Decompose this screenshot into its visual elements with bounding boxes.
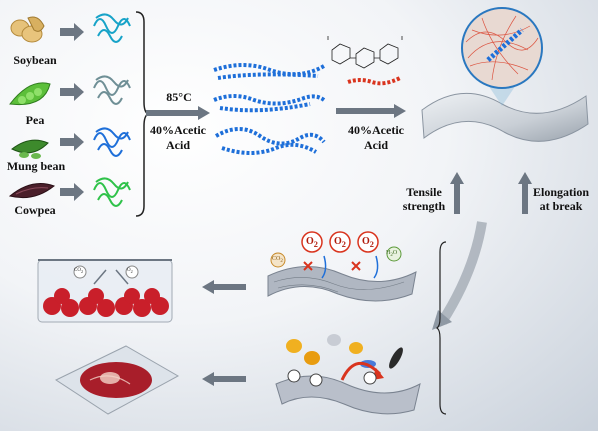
elongation-arrow (518, 172, 532, 214)
protein-structure-cowpea (93, 177, 131, 207)
barrier-film (267, 231, 417, 302)
protein-structures (93, 13, 131, 207)
protein-fibrils (213, 63, 326, 155)
tensile-strength-label: Tensile strength (402, 185, 446, 213)
legume-label-soybean: Soybean (13, 53, 57, 67)
application-brace (435, 241, 447, 415)
h2o-label: H2O (386, 250, 398, 259)
elongation-at-break-label: Elongation at break (532, 185, 589, 213)
legume-label-pea: Pea (25, 113, 45, 127)
arrow-icon (60, 133, 84, 151)
soybean-icon (10, 16, 45, 43)
arrow-icon (60, 83, 84, 101)
mung-bean-icon (11, 139, 49, 159)
temperature-label: 85°C (166, 90, 192, 104)
cowpea-icon (8, 183, 56, 199)
application-arrow-1 (202, 280, 246, 294)
process-arrow-1 (146, 106, 210, 120)
chitosan-chain (347, 76, 401, 86)
protein-structure-mung-bean (93, 127, 131, 157)
o2-label-2: O2 (334, 236, 346, 249)
legume-arrows (60, 23, 84, 201)
legume-label-cowpea: Cowpea (14, 203, 56, 217)
legume-label-mung-bean: Mung bean (6, 159, 66, 173)
solvent-label-1: 40%Acetic Acid (150, 123, 206, 152)
chitosan-structure (327, 36, 403, 86)
antimicrobial-film (275, 334, 421, 415)
o2-label-1: O2 (306, 236, 318, 249)
pea-pod-icon (9, 82, 51, 106)
solvent-label-2: 40%Acetic Acid (348, 123, 404, 152)
arrow-icon (60, 23, 84, 41)
o2-label-3: O2 (362, 236, 374, 249)
curved-arrow (432, 221, 487, 330)
protein-structure-pea (93, 75, 131, 105)
network-magnifier (461, 7, 543, 106)
tomato-container (37, 259, 173, 323)
legume-column: Soybean Pea Mung bean Cowpea (0, 0, 140, 225)
protein-structure-soybean (93, 13, 131, 43)
application-arrow-2 (202, 372, 246, 386)
container-co2-label: CO2 (74, 268, 84, 274)
packaged-meat (54, 345, 180, 415)
composite-film (421, 92, 589, 142)
container-o2-label: O2 (127, 268, 133, 274)
process-arrow-2 (336, 104, 406, 118)
tensile-arrow (450, 172, 464, 214)
fibril-in-network (486, 28, 524, 62)
co2-label: CO2 (272, 256, 283, 265)
arrow-icon (60, 183, 84, 201)
